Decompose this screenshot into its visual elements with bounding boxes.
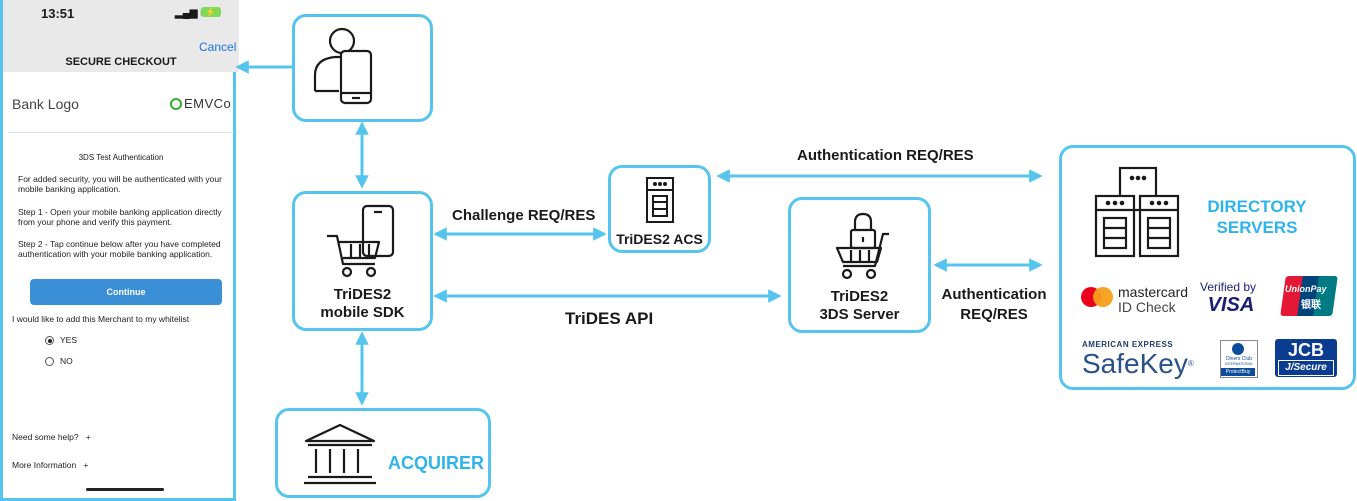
continue-button[interactable]: Continue [30, 279, 222, 305]
diners-circle-icon [1232, 343, 1244, 355]
auth-paragraph-1: For added security, you will be authenti… [18, 174, 222, 194]
server-icon [646, 177, 674, 223]
more-info-label: More Information [12, 460, 77, 470]
mastercard-circles-icon [1081, 287, 1113, 307]
amex-text: AMERICAN EXPRESS [1082, 340, 1174, 349]
unionpay-logo: UnionPay 银联 [1280, 276, 1338, 316]
acs-label: TriDES2 ACS [616, 231, 703, 247]
emvco-label: EMVCo [184, 96, 232, 111]
servers-icon [1094, 166, 1180, 258]
jcb-logo: JCB J/Secure [1275, 339, 1337, 377]
mastercard-id-check: ID Check [1118, 299, 1176, 315]
jcb-text: JCB [1287, 340, 1324, 360]
jcb-jsecure: J/Secure [1278, 360, 1334, 376]
more-info-link[interactable]: More Information + [12, 460, 88, 470]
safekey-text: SafeKey® [1082, 349, 1212, 379]
user-with-phone-icon [313, 27, 373, 105]
acquirer-label: ACQUIRER [388, 453, 485, 473]
plus-icon: + [83, 460, 89, 470]
visa-verified-by: Verified by [1200, 280, 1257, 294]
auth-top-label: Authentication REQ/RES [797, 147, 974, 164]
auth-paragraph-2: Step 1 - Open your mobile banking applic… [18, 207, 222, 227]
emvco-logo: EMVCo [170, 96, 231, 111]
challenge-label: Challenge REQ/RES [452, 207, 596, 224]
help-link[interactable]: Need some help? + [12, 432, 91, 442]
diners-text: Diners Club [1225, 356, 1253, 362]
plus-icon: + [85, 432, 91, 442]
api-label: TriDES API [565, 309, 654, 328]
emvco-ring-icon [170, 98, 182, 110]
directory-label: DIRECTORY SERVERS [1207, 197, 1307, 237]
auth-right-label: Authentication REQ/RES [941, 286, 1047, 323]
status-time: 13:51 [41, 6, 75, 21]
safekey-registered: ® [1187, 359, 1194, 368]
divider [8, 132, 234, 133]
radio-yes-label: YES [60, 335, 78, 345]
directory-box: DIRECTORY SERVERS mastercard ID Check Ve… [1059, 145, 1356, 390]
unionpay-chinese: 银联 [1301, 300, 1321, 311]
mastercard-text: mastercard [1118, 284, 1189, 300]
auth-title: 3DS Test Authentication [78, 153, 164, 162]
auth-paragraph-3: Step 2 - Tap continue below after you ha… [18, 239, 221, 259]
phone-screen: 13:51 ▂▄▆ 5G ⚡ Cancel SECURE CHECKOUT Ba… [0, 0, 239, 501]
home-indicator [86, 488, 164, 491]
sdk-box: TriDES2 mobile SDK [292, 191, 433, 331]
server-box: TriDES2 3DS Server [788, 197, 931, 333]
diners-logo: Diners Club INTERNATIONAL ProtectBuy [1220, 340, 1258, 378]
diners-protectbuy: ProtectBuy [1221, 368, 1255, 376]
sdk-label: TriDES2 mobile SDK [320, 286, 405, 321]
battery-icon: ⚡ [201, 7, 221, 17]
bank-logo: Bank Logo [12, 96, 79, 112]
visa-text: VISA [1207, 294, 1255, 316]
secure-cart-icon [835, 212, 889, 280]
diners-international: INTERNATIONAL [1225, 362, 1253, 366]
radio-yes[interactable] [45, 336, 54, 345]
server-label: TriDES2 3DS Server [819, 288, 900, 323]
bank-building-icon [304, 423, 376, 485]
radio-no-label: NO [60, 356, 73, 366]
visa-logo: Verified by VISA [1200, 280, 1262, 317]
shopping-cart-phone-icon [327, 204, 395, 278]
acs-box: TriDES2 ACS [608, 165, 711, 253]
cancel-button[interactable]: Cancel [199, 40, 237, 54]
radio-no[interactable] [45, 357, 54, 366]
help-label: Need some help? [12, 432, 79, 442]
unionpay-text: UnionPay [1285, 284, 1327, 294]
phone-header [3, 0, 239, 72]
safekey-label: SafeKey [1082, 348, 1188, 379]
user-box [292, 14, 433, 122]
checkout-title: SECURE CHECKOUT [65, 56, 177, 68]
whitelist-question: I would like to add this Merchant to my … [12, 314, 190, 324]
acquirer-box: ACQUIRER [275, 408, 491, 498]
amex-safekey-logo: AMERICAN EXPRESS SafeKey® [1082, 340, 1212, 379]
